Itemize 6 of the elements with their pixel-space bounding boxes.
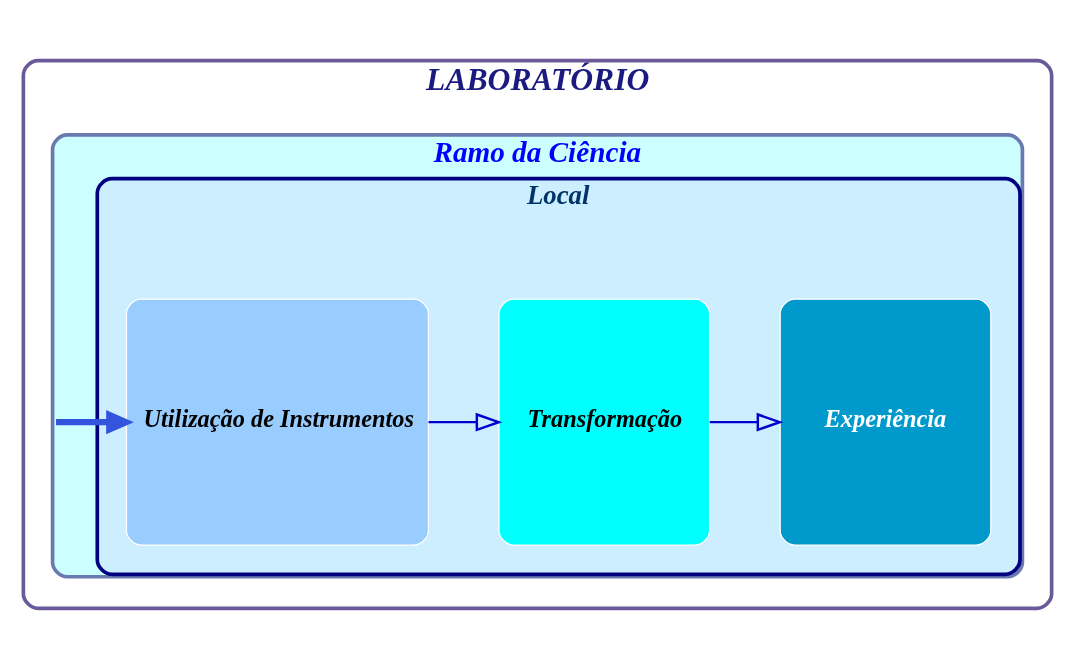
arrow — [709, 412, 784, 432]
node-box: Utilização de Instrumentos — [125, 298, 429, 546]
node-box: Experiência — [779, 298, 992, 546]
arrow — [56, 409, 134, 434]
node-box: Transformação — [498, 298, 711, 546]
arrow — [428, 412, 503, 432]
